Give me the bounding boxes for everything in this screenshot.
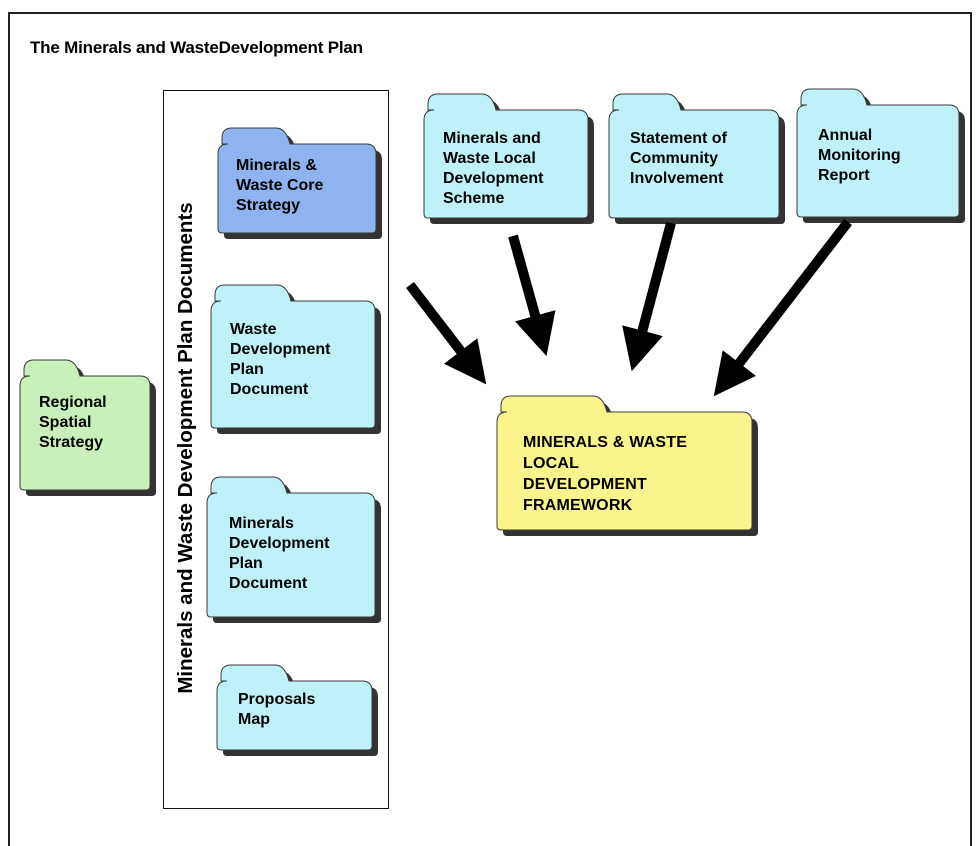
monitoring-report-label: Annual Monitoring Report — [818, 127, 901, 184]
local-development-scheme-label: Minerals and Waste Local Development Sch… — [443, 130, 544, 207]
proposals-map-folder — [216, 664, 373, 751]
page-title: The Minerals and WasteDevelopment Plan — [30, 38, 363, 57]
framework-label: MINERALS & WASTE LOCAL DEVELOPMENT FRAME… — [523, 434, 688, 514]
minerals-dpd-folder — [206, 476, 376, 618]
arrow-from-local-development-scheme — [508, 234, 556, 357]
monitoring-report-folder — [796, 88, 960, 218]
waste-dpd-folder — [210, 284, 376, 429]
arrow-from-monitoring-report — [713, 218, 852, 397]
proposals-map-label: Proposals Map — [238, 691, 316, 728]
arrow-from-plan-documents — [406, 281, 487, 385]
waste-dpd-label: Waste Development Plan Document — [230, 321, 331, 398]
regional-strategy-folder — [19, 359, 151, 491]
community-involvement-folder — [608, 93, 780, 219]
minerals-dpd-label: Minerals Development Plan Document — [229, 515, 330, 592]
framework-folder — [496, 395, 753, 531]
local-development-scheme-folder — [423, 93, 589, 219]
core-strategy-folder — [217, 127, 377, 234]
regional-strategy-label: Regional Spatial Strategy — [39, 394, 107, 451]
page-frame — [8, 12, 972, 846]
core-strategy-label: Minerals & Waste Core Strategy — [236, 157, 324, 214]
arrow-from-community-involvement — [622, 221, 676, 372]
community-involvement-label: Statement of Community Involvement — [630, 130, 727, 187]
